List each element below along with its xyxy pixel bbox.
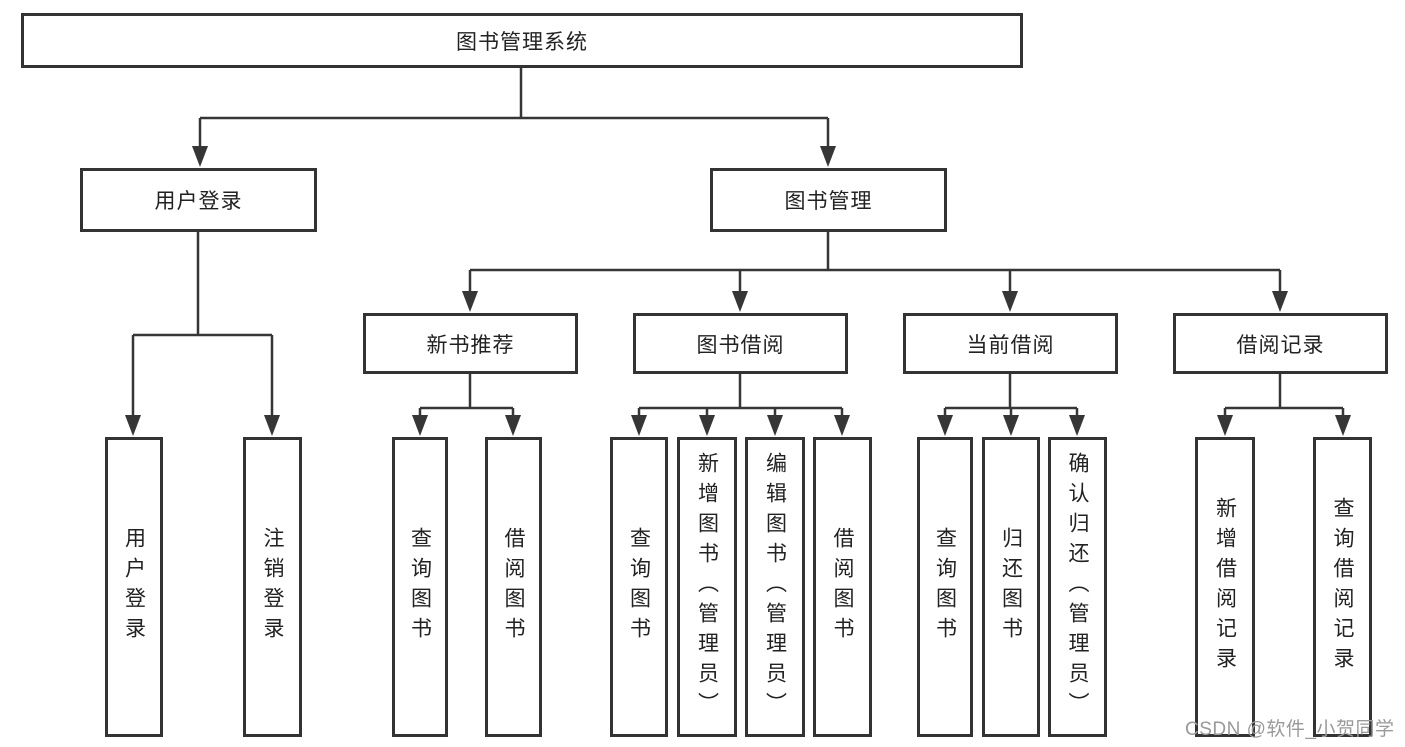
node-borrow-records: 借阅记录 <box>1173 313 1388 374</box>
node-label: 确认归还（管理员） <box>1066 452 1089 722</box>
node-label: 编辑图书（管理员） <box>763 452 787 722</box>
node-label: 借阅记录 <box>1236 333 1325 357</box>
leaf-current-confirm-return-admin: 确认归还（管理员） <box>1048 437 1107 737</box>
leaf-recommend-query-books: 查询图书 <box>392 437 448 737</box>
node-label: 用户登录 <box>122 527 146 647</box>
node-label: 查询图书 <box>627 527 651 647</box>
node-label: 归还图书 <box>999 527 1023 647</box>
node-library-management-system: 图书管理系统 <box>21 13 1023 68</box>
node-new-book-recommend: 新书推荐 <box>363 313 578 374</box>
node-current-borrow: 当前借阅 <box>903 313 1118 374</box>
leaf-borrow-add-books-admin: 新增图书（管理员） <box>677 437 737 737</box>
csdn-watermark: CSDN @软件_小贺同学 <box>1185 719 1395 740</box>
node-label: 新书推荐 <box>426 333 515 357</box>
leaf-logout: 注销登录 <box>243 437 302 737</box>
node-label: 图书管理 <box>784 190 873 213</box>
leaf-records-query-record: 查询借阅记录 <box>1313 437 1372 737</box>
node-book-borrow: 图书借阅 <box>633 313 848 374</box>
node-label: 用户登录 <box>154 190 243 213</box>
arrowheads <box>125 146 1351 436</box>
node-label: 新增借阅记录 <box>1213 497 1237 677</box>
leaf-recommend-borrow-books: 借阅图书 <box>485 437 542 737</box>
leaf-current-return-books: 归还图书 <box>982 437 1040 737</box>
leaf-current-query-books: 查询图书 <box>917 437 973 737</box>
node-label: 图书管理系统 <box>456 30 588 54</box>
node-label: 查询借阅记录 <box>1331 497 1354 677</box>
node-label: 当前借阅 <box>966 333 1055 357</box>
leaf-records-add-record: 新增借阅记录 <box>1195 437 1255 737</box>
node-book-management: 图书管理 <box>710 168 947 232</box>
node-label: 注销登录 <box>261 527 284 647</box>
node-label: 借阅图书 <box>831 527 854 647</box>
node-label: 新增图书（管理员） <box>695 452 719 722</box>
node-label: 借阅图书 <box>502 527 525 647</box>
node-label: 查询图书 <box>408 527 432 647</box>
leaf-borrow-edit-books-admin: 编辑图书（管理员） <box>745 437 805 737</box>
leaf-borrow-borrow-books: 借阅图书 <box>813 437 872 737</box>
leaf-borrow-query-books: 查询图书 <box>610 437 668 737</box>
leaf-user-login: 用户登录 <box>105 437 163 737</box>
node-label: 图书借阅 <box>696 333 785 357</box>
node-label: 查询图书 <box>933 527 957 647</box>
node-user-login: 用户登录 <box>80 168 317 232</box>
